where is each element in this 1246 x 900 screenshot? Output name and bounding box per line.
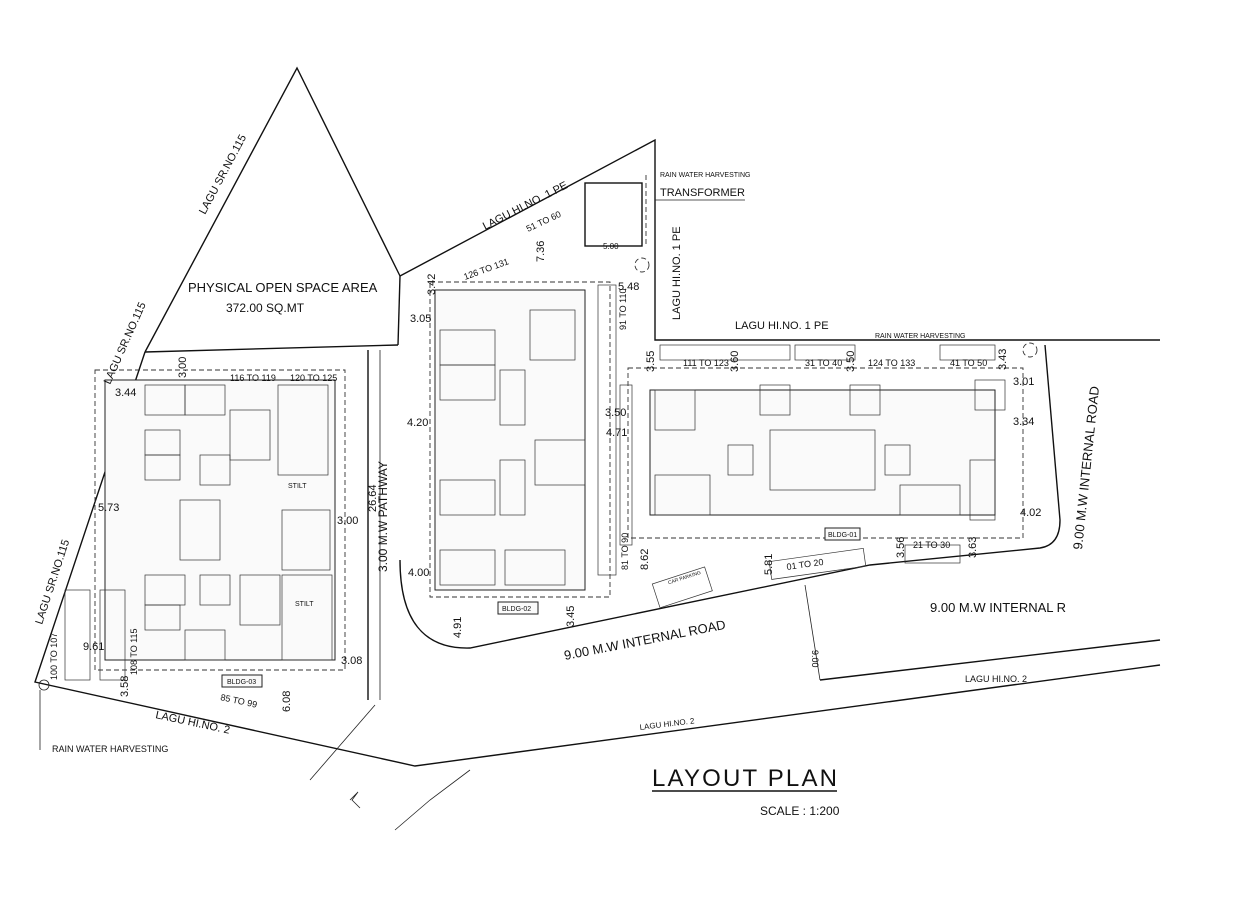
dimension: 3.01 (1013, 376, 1034, 388)
parking-range: 91 TO 110 (618, 288, 628, 330)
dimension: 3.63 (967, 537, 979, 558)
dimension: 3.50 (845, 351, 857, 372)
building-02: BLDG-02 (429, 281, 617, 615)
dimension: 3.55 (645, 351, 657, 372)
dimension: 3.00 (337, 515, 358, 527)
dimension: 26.64 (367, 484, 379, 512)
parking-range: 01 TO 20 (786, 557, 824, 572)
dimension: 4.71 (606, 427, 627, 439)
rwh-label: RAIN WATER HARVESTING (52, 744, 168, 754)
bldg-02-tag: BLDG-02 (502, 606, 531, 613)
stilt-label: STILT (288, 483, 307, 490)
bldg-01-tag: BLDG-01 (828, 532, 857, 539)
parking-range: 31 TO 40 (805, 358, 842, 368)
dimension: 3.56 (895, 537, 907, 558)
parking-range: 120 TO 125 (290, 373, 337, 383)
dimension: 4.20 (407, 417, 428, 429)
transformer-label: TRANSFORMER (660, 187, 745, 199)
bldg-03-tag: BLDG-03 (227, 679, 256, 686)
dimension: 5.73 (98, 502, 119, 514)
road-label: 9.00 M.W INTERNAL ROAD (1070, 385, 1102, 550)
open-space-area: 372.00 SQ.MT (226, 301, 305, 315)
dimension: 9.61 (83, 641, 104, 653)
dimension: 3.34 (1013, 416, 1034, 428)
dimension: 3.43 (997, 349, 1009, 370)
parking-range: 116 TO 119 (230, 373, 276, 383)
parking-range: 81 TO 90 (620, 533, 630, 570)
stilt-label: STILT (295, 601, 314, 608)
dimension: 3.50 (605, 407, 626, 419)
dimension: 3.05 (410, 313, 431, 325)
parking-range: 85 TO 99 (220, 692, 258, 710)
dimension: 7.36 (535, 241, 547, 262)
parking-range: 126 TO 131 (462, 256, 510, 282)
boundary-label: LAGU HI.NO. 2 (154, 709, 231, 736)
dimension: 3.44 (115, 387, 136, 399)
parking-range: 100 TO 107 (49, 633, 59, 680)
parking-range: 108 TO 115 (129, 628, 139, 675)
dimension: 8.62 (639, 549, 651, 570)
dimension: 3.58 (119, 676, 131, 697)
parking-range: 21 TO 30 (913, 540, 950, 550)
boundary-label: LAGU SR.NO.115 (197, 133, 249, 217)
pathway-label: 3.00 M.W PATHWAY (376, 461, 390, 572)
dimension: 9.00 (810, 650, 820, 668)
transformer: 5.00 TRANSFORMER RAIN WATER HARVESTING R… (38, 172, 1038, 754)
dimension: 3.45 (565, 606, 577, 627)
dimension: 5.48 (618, 281, 639, 293)
layout-title: LAYOUT PLAN (652, 765, 837, 792)
parking-range: 124 TO 133 (868, 358, 915, 368)
roads (367, 344, 1161, 700)
dimension: 4.91 (452, 617, 464, 638)
dimension: 6.08 (281, 691, 293, 712)
dimension: 5.81 (763, 554, 775, 575)
road-label: 9.00 M.W INTERNAL R (930, 600, 1066, 615)
dimensions: 3.44 3.00 5.73 9.61 3.58 6.08 3.08 26.64… (83, 241, 1041, 712)
dimension: 4.02 (1020, 507, 1041, 519)
dimension: 4.00 (408, 567, 429, 579)
parking-range: 111 TO 123 (683, 358, 729, 368)
parking-range: 51 TO 60 (525, 209, 563, 234)
dimension: 3.42 (426, 274, 438, 295)
rwh-label: RAIN WATER HARVESTING (875, 333, 966, 340)
boundary-label: LAGU HI.NO. 1 PE (671, 226, 683, 320)
dimension: 3.08 (341, 655, 362, 667)
site-boundary (34, 66, 1161, 831)
boundary-label: LAGU HI.NO. 2 (965, 674, 1027, 684)
transformer-dim: 5.00 (603, 242, 619, 251)
boundary-label: LAGU SR.NO.115 (33, 538, 72, 626)
scale-label: SCALE : 1:200 (760, 804, 840, 818)
dimension: 3.60 (729, 351, 741, 372)
building-01: BLDG-01 (619, 344, 1024, 580)
rwh-label: RAIN WATER HARVESTING (660, 172, 751, 179)
building-03: BLDG-03 STILT STILT (64, 369, 346, 688)
dimension: 3.00 (177, 357, 189, 378)
car-parking-label: CAR PARKING (667, 570, 701, 586)
boundary-label: LAGU SR.NO.115 (102, 301, 149, 387)
open-space-label: PHYSICAL OPEN SPACE AREA (188, 280, 378, 295)
parking-range: 41 TO 50 (950, 358, 987, 368)
boundary-label: LAGU HI.NO. 1 PE (735, 320, 829, 332)
